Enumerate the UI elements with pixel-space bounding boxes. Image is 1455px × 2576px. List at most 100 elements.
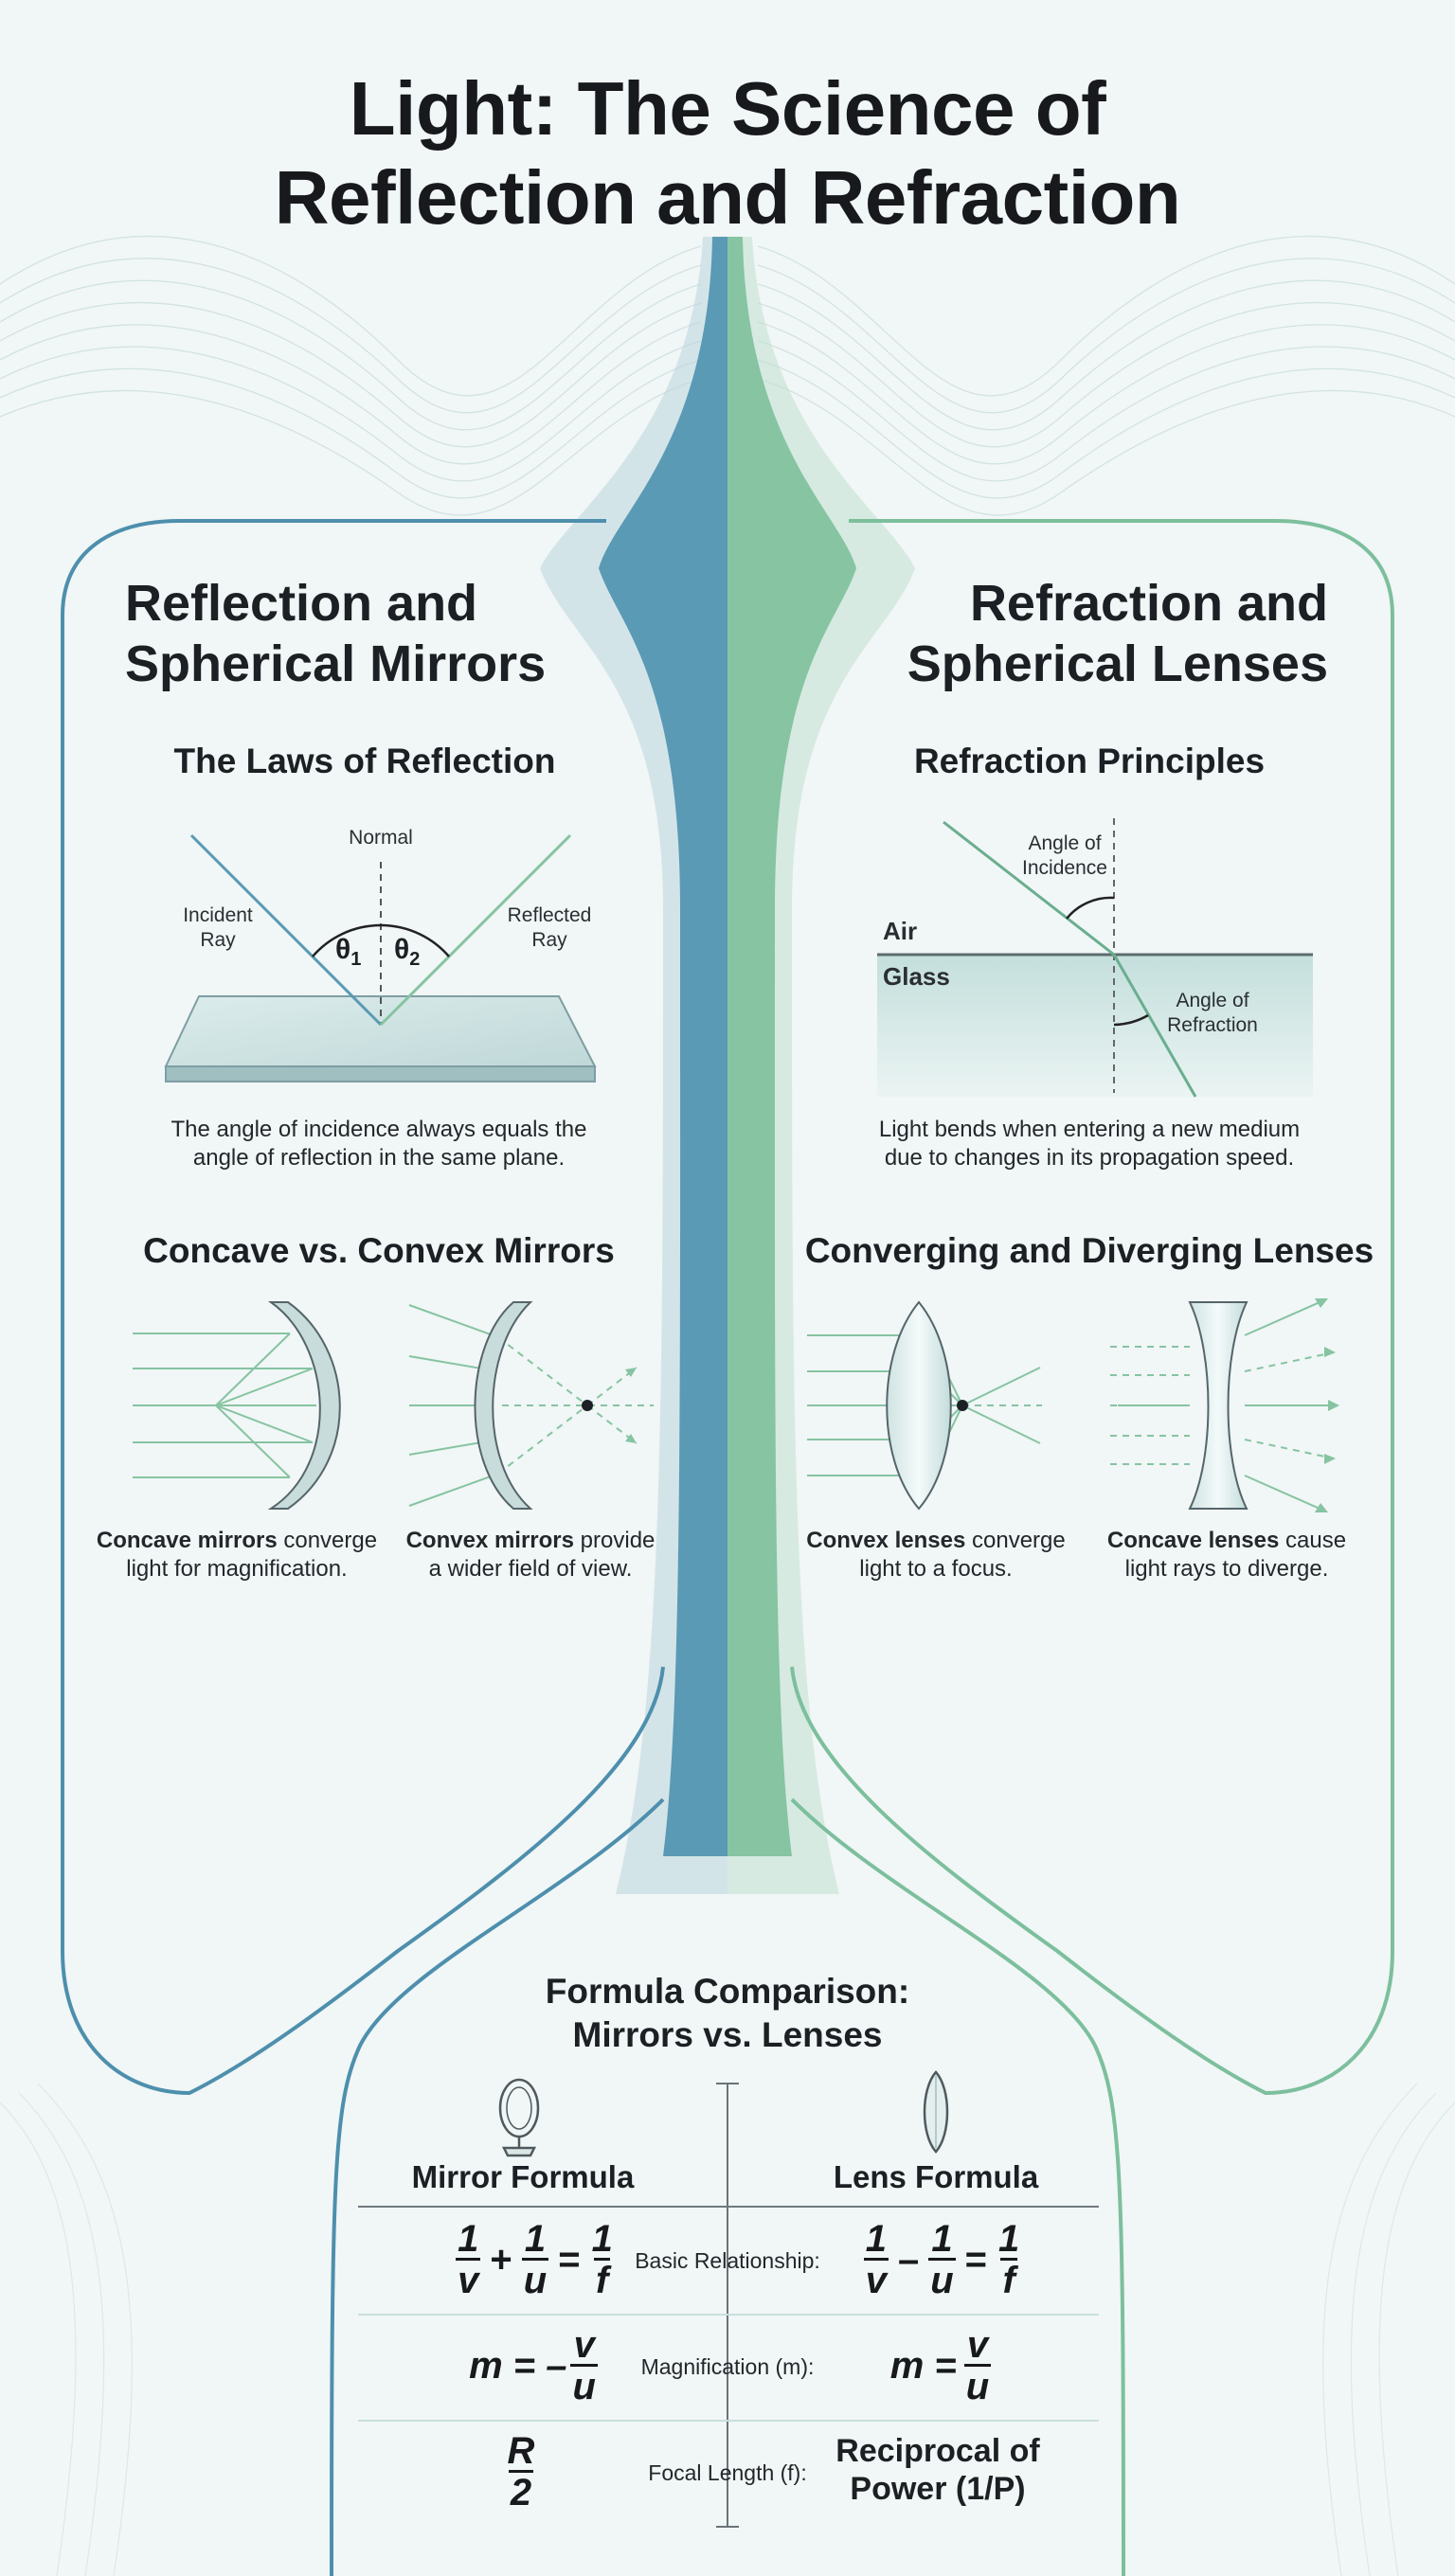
den: f <box>1000 2258 1017 2301</box>
convex-lens-caption: Convex lenses converge light to a focus. <box>794 1527 1078 1583</box>
convex-lens-line2: light to a focus. <box>859 1556 1013 1582</box>
principles-caption-line2: due to changes in its propagation speed. <box>884 1145 1295 1171</box>
convex-lens-rest: converge <box>965 1528 1066 1553</box>
den: v <box>456 2258 481 2301</box>
reflection-diagram <box>164 833 597 1082</box>
refraction-diagram <box>877 818 1313 1098</box>
concave-mirror-line2: light for magnification. <box>126 1556 348 1582</box>
right-section-heading: Refraction and Spherical Lenses <box>907 573 1328 694</box>
lenses-title: Converging and Diverging Lenses <box>804 1231 1374 1270</box>
formula-panel-border-left <box>330 1798 665 2576</box>
num: 1 <box>591 2218 613 2260</box>
formula-panel-border-right <box>790 1798 1125 2576</box>
num: 1 <box>524 2218 547 2260</box>
refraction-refracted-ray <box>1112 954 1197 1098</box>
convex-mirror-line2: a wider field of view. <box>428 1556 633 1582</box>
den: u <box>963 2364 992 2407</box>
concave-mirror-diagram <box>133 1301 341 1510</box>
concave-lens-line2: light rays to diverge. <box>1124 1556 1329 1582</box>
central-light-stream <box>540 237 915 1894</box>
angle-refraction-line2: Refraction <box>1167 1014 1258 1036</box>
convex-mirror-caption: Convex mirrors provide a wider field of … <box>379 1527 682 1583</box>
left-heading-line2: Spherical Mirrors <box>125 635 547 692</box>
right-heading-line1: Refraction and <box>969 575 1328 632</box>
concave-mirror-rest: converge <box>277 1528 378 1553</box>
wave-lines-left <box>0 235 702 516</box>
convex-lens-bold: Convex lenses <box>806 1528 966 1553</box>
num: 1 <box>865 2218 887 2260</box>
theta2-symbol: θ <box>394 934 410 965</box>
normal-label: Normal <box>349 827 413 849</box>
den: 2 <box>508 2470 534 2513</box>
mirror-slab-top <box>164 995 597 1067</box>
op-plus: + <box>490 2239 512 2281</box>
formula-title-line2: Mirrors vs. Lenses <box>572 2015 883 2054</box>
mag-lhs: m = – <box>469 2345 567 2387</box>
row-label-magnification: Magnification (m): <box>640 2354 815 2379</box>
page-title-line2: Reflection and Refraction <box>274 155 1181 240</box>
wave-lines-right <box>757 235 1455 516</box>
angle-incidence-line1: Angle of <box>1028 832 1102 854</box>
num: 1 <box>458 2218 479 2260</box>
laws-caption-line2: angle of reflection in the same plane. <box>192 1145 566 1171</box>
op-equals: = <box>964 2239 988 2281</box>
left-panel-border <box>61 519 665 2096</box>
concave-mirror-bold: Concave mirrors <box>96 1528 278 1553</box>
left-section-heading: Reflection and Spherical Mirrors <box>125 573 546 694</box>
theta1-symbol: θ <box>335 934 351 965</box>
convex-mirror-rest: provide <box>574 1528 656 1553</box>
formula-title: Formula Comparison: Mirrors vs. Lenses <box>443 1970 1012 2057</box>
incident-ray-label: Incident Ray <box>161 903 275 953</box>
page-title: Light: The Science of Reflection and Ref… <box>0 64 1455 242</box>
concave-mirror-caption: Concave mirrors converge light for magni… <box>85 1527 388 1583</box>
angle-refraction-line1: Angle of <box>1176 990 1249 1011</box>
angle-incidence-line2: Incidence <box>1022 857 1107 879</box>
lens-focal-length: Reciprocal of Power (1/P) <box>815 2432 1061 2508</box>
incident-line1: Incident <box>183 904 253 926</box>
concave-lens-rest: cause <box>1279 1528 1347 1553</box>
convex-mirror-caption-line1: Convex mirrors provide <box>379 1527 682 1555</box>
air-label: Air <box>883 917 918 945</box>
angle-arc <box>312 923 450 957</box>
incident-line2: Ray <box>200 929 236 951</box>
op-minus: – <box>897 2239 920 2281</box>
reflected-line1: Reflected <box>507 904 592 926</box>
laws-title: The Laws of Reflection <box>173 742 556 780</box>
glass-label: Glass <box>883 962 950 991</box>
mirror-slab-side <box>165 1065 596 1082</box>
mirror-icon <box>498 2078 540 2157</box>
right-panel-border <box>790 519 1394 2096</box>
refraction-incident-ray <box>943 820 1115 957</box>
principles-title: Refraction Principles <box>913 742 1266 780</box>
num: v <box>966 2324 989 2366</box>
concave-lens-bold: Concave lenses <box>1106 1528 1280 1553</box>
reflected-line2: Ray <box>531 929 567 951</box>
mirrors-title: Concave vs. Convex Mirrors <box>143 1231 615 1270</box>
concave-mirror-caption-line1: Concave mirrors converge <box>85 1527 388 1555</box>
convex-mirror-bold: Convex mirrors <box>405 1528 574 1553</box>
concave-lens-caption: Concave lenses cause light rays to diver… <box>1080 1527 1374 1583</box>
convex-lens-caption-line1: Convex lenses converge <box>794 1527 1078 1555</box>
lens-formula-head: Lens Formula <box>833 2159 1039 2194</box>
convex-lens-diagram <box>807 1300 1042 1511</box>
row-label-basic: Basic Relationship: <box>635 2248 820 2273</box>
theta1-sub: 1 <box>350 949 362 970</box>
den: f <box>594 2258 611 2301</box>
left-heading-line1: Reflection and <box>125 575 478 632</box>
row-label-focal: Focal Length (f): <box>648 2460 807 2485</box>
mirror-formula-head: Mirror Formula <box>411 2159 635 2194</box>
lens-icon <box>923 2070 949 2154</box>
num: v <box>573 2324 595 2366</box>
den: u <box>928 2258 956 2301</box>
lens-focal-line2: Power (1/P) <box>850 2471 1026 2507</box>
theta2-sub: 2 <box>409 949 421 970</box>
